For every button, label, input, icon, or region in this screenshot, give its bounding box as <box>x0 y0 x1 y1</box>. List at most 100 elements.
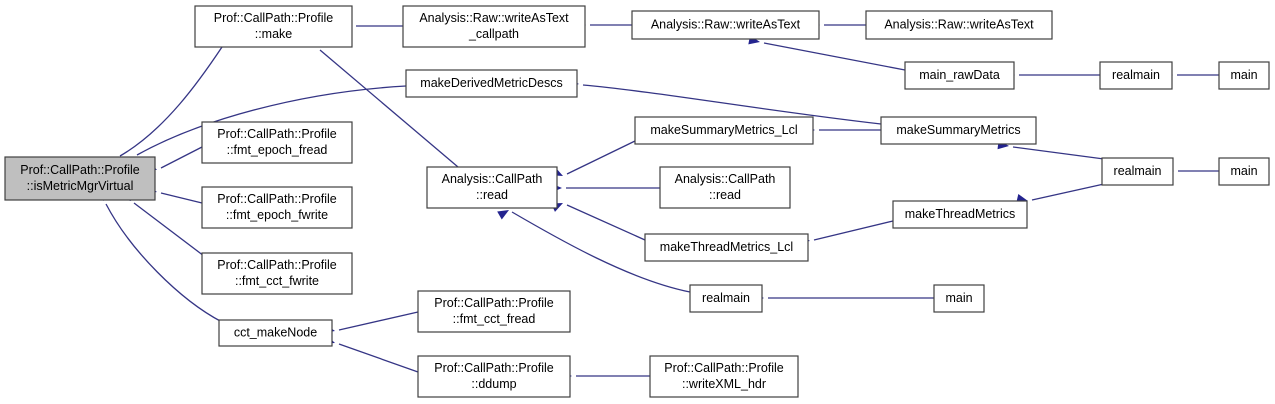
graph-node-main_bot[interactable]: main <box>933 284 985 313</box>
node-label-line2: ::isMetricMgrVirtual <box>27 179 134 193</box>
graph-node-realmain_top[interactable]: realmain <box>1099 61 1173 90</box>
node-label: makeSummaryMetrics_Lcl <box>650 123 797 137</box>
graph-node-isMetricMgrVirtual[interactable]: Prof::CallPath::Profile::isMetricMgrVirt… <box>4 156 156 201</box>
node-box[interactable] <box>218 319 333 347</box>
node-label: realmain <box>1114 164 1162 178</box>
node-label: makeThreadMetrics <box>905 207 1015 221</box>
node-label-line1: Prof::CallPath::Profile <box>434 296 554 310</box>
edge-line <box>763 42 906 71</box>
node-box[interactable] <box>1101 157 1174 186</box>
graph-node-makeThreadMetrics_Lcl[interactable]: makeThreadMetrics_Lcl <box>644 233 809 262</box>
graph-node-fmt_epoch_fread[interactable]: Prof::CallPath::Profile::fmt_epoch_fread <box>201 121 353 164</box>
node-label: makeDerivedMetricDescs <box>420 76 562 90</box>
node-box[interactable] <box>892 200 1028 229</box>
node-label-line1: Prof::CallPath::Profile <box>664 361 784 375</box>
node-box[interactable] <box>933 284 985 313</box>
graph-node-writeAsText_2[interactable]: Analysis::Raw::writeAsText <box>865 10 1053 40</box>
node-label-line2: ::ddump <box>471 377 516 391</box>
graph-node-writeXML_hdr[interactable]: Prof::CallPath::Profile::writeXML_hdr <box>649 355 799 398</box>
node-label-line2: ::fmt_epoch_fread <box>227 143 328 157</box>
node-box[interactable] <box>201 121 353 164</box>
graph-node-make[interactable]: Prof::CallPath::Profile::make <box>194 5 353 48</box>
node-box[interactable] <box>417 290 571 333</box>
graph-node-cct_makeNode[interactable]: cct_makeNode <box>218 319 333 347</box>
node-label-line1: Analysis::Raw::writeAsText <box>419 11 569 25</box>
graph-node-makeSummaryMetrics[interactable]: makeSummaryMetrics <box>880 116 1037 145</box>
node-box[interactable] <box>402 5 586 48</box>
edge-line <box>119 46 223 157</box>
node-label-line1: Prof::CallPath::Profile <box>217 127 337 141</box>
node-box[interactable] <box>426 166 558 209</box>
edge-line <box>105 203 223 323</box>
call-edge <box>1004 70 1100 80</box>
node-label-line1: Analysis::CallPath <box>442 172 543 186</box>
graph-node-fmt_epoch_fwrite[interactable]: Prof::CallPath::Profile::fmt_epoch_fwrit… <box>201 186 353 229</box>
node-box[interactable] <box>1218 61 1270 90</box>
node-box[interactable] <box>904 61 1015 90</box>
node-box[interactable] <box>405 69 578 98</box>
node-label-line2: ::make <box>255 27 293 41</box>
call-edge <box>748 35 906 71</box>
call-edge <box>561 371 650 381</box>
graph-node-main_top[interactable]: main <box>1218 61 1270 90</box>
node-box[interactable] <box>634 116 814 145</box>
call-edge <box>323 334 419 373</box>
node-label: main <box>1230 164 1257 178</box>
graph-node-main_mid[interactable]: main <box>1218 157 1270 186</box>
graph-node-callpath_read_right[interactable]: Analysis::CallPath::read <box>659 166 791 209</box>
node-label-line1: Prof::CallPath::Profile <box>214 11 334 25</box>
node-label-line2: ::fmt_epoch_fwrite <box>226 208 328 222</box>
node-box[interactable] <box>659 166 791 209</box>
node-label-line2: ::fmt_cct_fwrite <box>235 274 319 288</box>
node-label: main <box>945 291 972 305</box>
node-box[interactable] <box>1099 61 1173 90</box>
node-box[interactable] <box>649 355 799 398</box>
arrow-head-icon <box>497 210 509 220</box>
node-box[interactable] <box>194 5 353 48</box>
node-box[interactable] <box>644 233 809 262</box>
nodes-layer: Prof::CallPath::Profile::isMetricMgrVirt… <box>4 5 1270 398</box>
graph-node-callpath_read_left[interactable]: Analysis::CallPath::read <box>426 166 558 209</box>
graph-node-realmain_bot[interactable]: realmain <box>689 284 763 313</box>
graph-node-fmt_cct_fread[interactable]: Prof::CallPath::Profile::fmt_cct_fread <box>417 290 571 333</box>
edge-line <box>566 140 636 175</box>
graph-node-realmain_mid[interactable]: realmain <box>1101 157 1174 186</box>
node-box[interactable] <box>201 186 353 229</box>
call-edge <box>804 125 881 135</box>
node-box[interactable] <box>417 355 571 398</box>
node-box[interactable] <box>4 156 156 201</box>
node-box[interactable] <box>201 252 353 295</box>
node-box[interactable] <box>1218 157 1270 186</box>
graph-node-main_rawData[interactable]: main_rawData <box>904 61 1015 90</box>
edge-line <box>319 49 459 168</box>
edge-line <box>338 311 419 331</box>
edge-line <box>813 220 894 241</box>
node-label: main_rawData <box>919 68 1000 82</box>
node-box[interactable] <box>631 10 820 40</box>
node-label: realmain <box>702 291 750 305</box>
node-box[interactable] <box>689 284 763 313</box>
graph-node-makeDerivedMetricDescs[interactable]: makeDerivedMetricDescs <box>405 69 578 98</box>
call-edge <box>323 311 419 334</box>
edge-line <box>1031 183 1105 201</box>
node-label: Analysis::Raw::writeAsText <box>651 17 801 31</box>
node-label-line2: ::fmt_cct_fread <box>453 312 536 326</box>
node-box[interactable] <box>880 116 1037 145</box>
node-label-line2: _callpath <box>468 27 519 41</box>
node-label-line2: ::read <box>709 188 741 202</box>
graph-node-makeThreadMetrics[interactable]: makeThreadMetrics <box>892 200 1028 229</box>
node-label: makeSummaryMetrics <box>896 123 1020 137</box>
edge-line <box>1012 146 1105 160</box>
graph-node-makeSummaryMetrics_Lcl[interactable]: makeSummaryMetrics_Lcl <box>634 116 814 145</box>
graph-node-writeAsText_1[interactable]: Analysis::Raw::writeAsText <box>631 10 820 40</box>
graph-node-ddump[interactable]: Prof::CallPath::Profile::ddump <box>417 355 571 398</box>
node-label-line1: Prof::CallPath::Profile <box>434 361 554 375</box>
graph-node-fmt_cct_fwrite[interactable]: Prof::CallPath::Profile::fmt_cct_fwrite <box>201 252 353 295</box>
edge-line <box>160 146 203 169</box>
edge-line <box>582 84 882 125</box>
node-box[interactable] <box>865 10 1053 40</box>
graph-node-writeAsText_callpath[interactable]: Analysis::Raw::writeAsText_callpath <box>402 5 586 48</box>
edge-line <box>160 192 203 204</box>
node-label-line1: Prof::CallPath::Profile <box>217 258 337 272</box>
